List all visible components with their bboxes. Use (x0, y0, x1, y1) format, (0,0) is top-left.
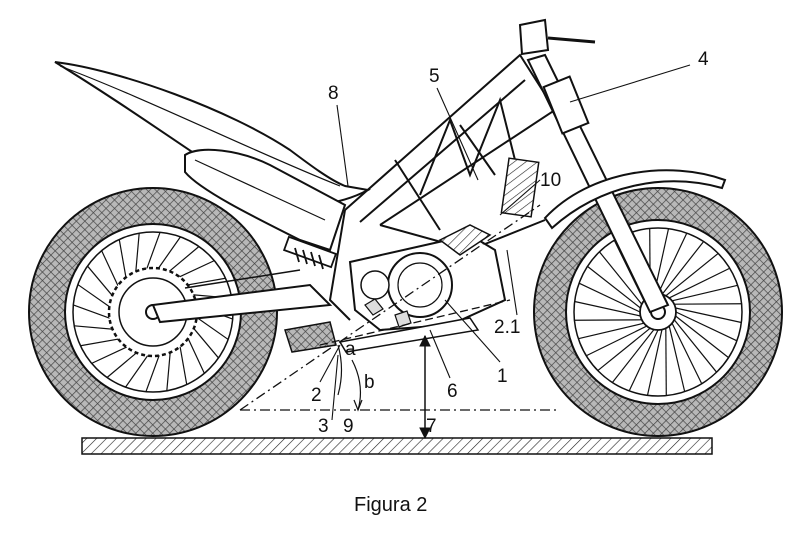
spoke (661, 241, 705, 295)
footpeg (284, 321, 337, 353)
skid-plane-line (319, 299, 511, 346)
spoke (657, 232, 688, 295)
spoke (673, 319, 718, 373)
angle-a-arc (337, 344, 343, 396)
callout-4: 4 (698, 49, 709, 70)
callout-9: 9 (343, 416, 354, 437)
ground-plate (81, 437, 713, 455)
callout-10: 10 (540, 170, 561, 191)
spoke (671, 322, 703, 384)
angle-b-arc (351, 359, 362, 411)
callout-2: 2 (311, 385, 322, 406)
spoke (675, 307, 742, 324)
swing-arm (151, 283, 333, 324)
spoke (665, 252, 719, 297)
callout-8: 8 (328, 83, 339, 104)
rear-shock (282, 235, 338, 270)
callout-b: b (364, 372, 375, 393)
radiator (500, 157, 540, 218)
callout-7: 7 (426, 416, 437, 437)
spoke (675, 315, 729, 359)
callout-5: 5 (429, 66, 440, 87)
skid-plate (338, 317, 480, 353)
spoke (578, 322, 645, 340)
spoke (668, 267, 730, 299)
callout-a: a (345, 339, 356, 360)
spoke (628, 329, 659, 392)
front-spokes (574, 228, 742, 396)
front-wheel (533, 187, 783, 437)
spoke (574, 300, 641, 317)
inclined-reference-line (239, 204, 541, 411)
spoke (611, 329, 655, 383)
spoke (587, 265, 641, 309)
callout-6: 6 (447, 381, 458, 402)
figure-caption: Figura 2 (354, 494, 427, 516)
spoke (586, 325, 648, 357)
spoke (671, 284, 738, 302)
callout-2-1: 2.1 (494, 317, 520, 338)
spoke (578, 282, 641, 313)
callout-3: 3 (318, 416, 329, 437)
reference-lines (239, 204, 560, 440)
spoke (646, 329, 663, 396)
engine (348, 224, 507, 332)
front-fender (543, 169, 727, 230)
spoke (598, 251, 643, 305)
leader-lines (319, 64, 691, 421)
spoke (675, 311, 738, 342)
spoke (597, 327, 651, 372)
spoke (668, 325, 686, 392)
callout-1: 1 (497, 366, 508, 387)
